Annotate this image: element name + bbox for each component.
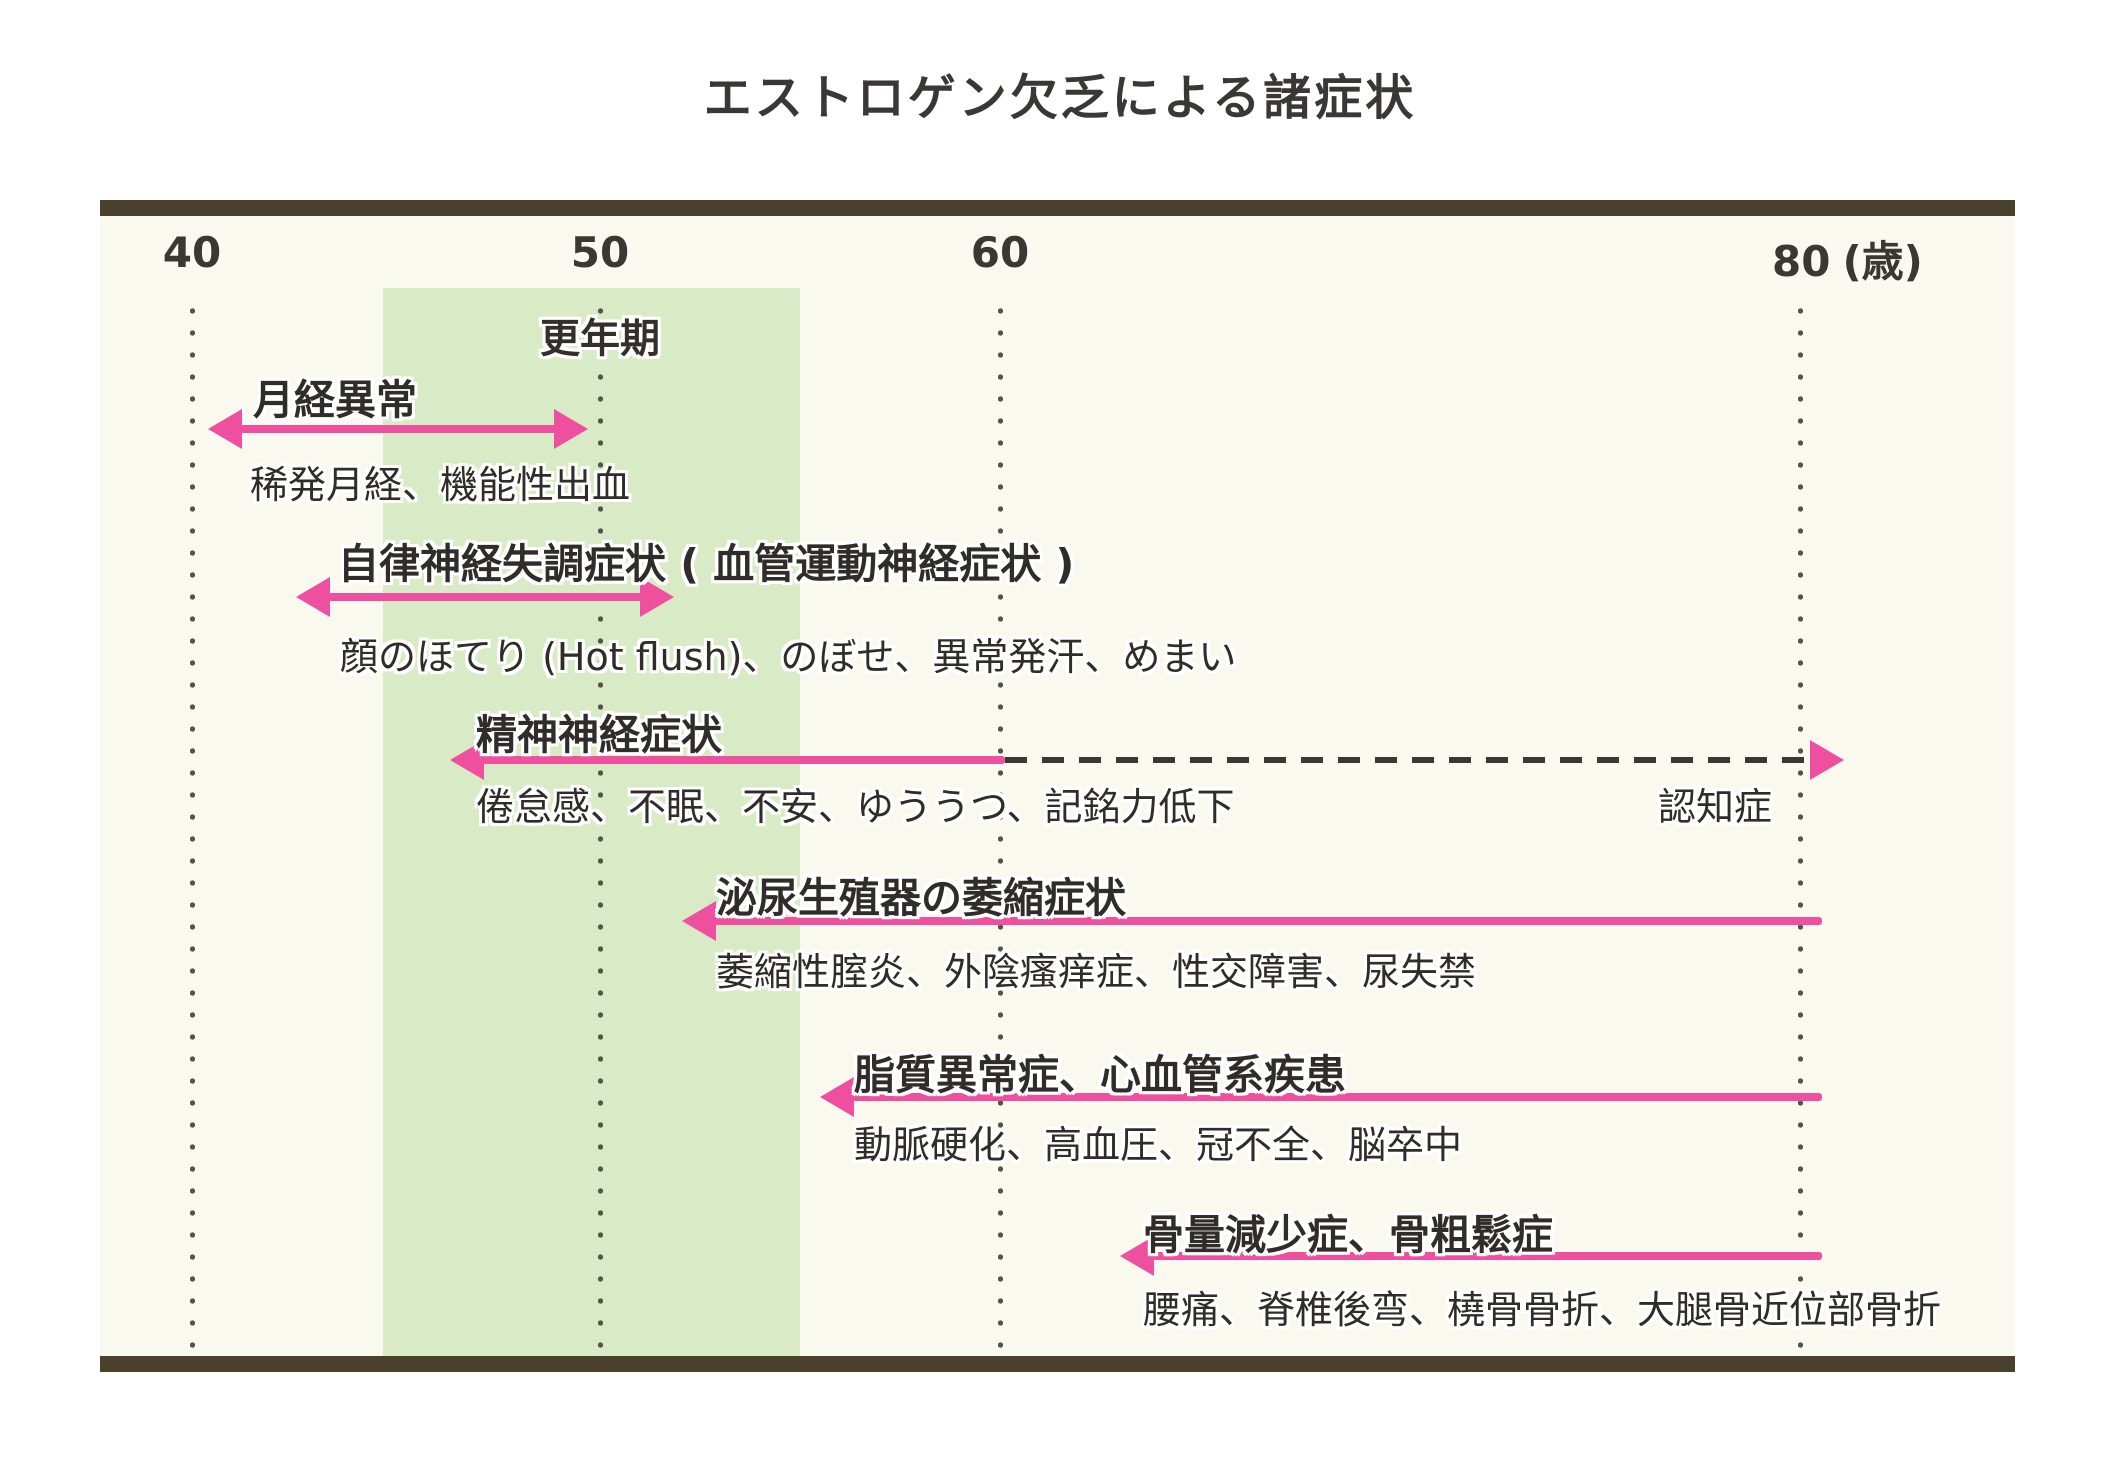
symptom-3-details: 倦怠感、不眠、不安、ゆううつ、記銘力低下 bbox=[476, 785, 1235, 829]
symptom-3-arrowhead-right bbox=[1810, 740, 1844, 780]
axis-tick-80-value: 80 bbox=[1772, 237, 1831, 286]
menopause-band bbox=[383, 288, 800, 1356]
symptom-1-arrowhead-left bbox=[208, 409, 242, 449]
bottom-border-bar bbox=[100, 1356, 2015, 1372]
gridline-age-40 bbox=[190, 300, 195, 1350]
symptom-3-annotation: 認知症 bbox=[1658, 785, 1773, 829]
symptom-1-title: 月経異常 bbox=[253, 376, 417, 424]
menopause-label: 更年期 bbox=[540, 316, 660, 362]
symptom-5-details: 動脈硬化、高血圧、冠不全、脳卒中 bbox=[854, 1123, 1463, 1167]
symptom-1-details: 稀発月経、機能性出血 bbox=[250, 463, 631, 507]
gridline-age-60 bbox=[998, 300, 1003, 1350]
symptom-2-details: 顔のほてり (Hot flush)、のぼせ、異常発汗、めまい bbox=[340, 635, 1237, 679]
symptom-6-range-arrow bbox=[1152, 1252, 1822, 1260]
symptom-6-details: 腰痛、脊椎後弯、橈骨骨折、大腿骨近位部骨折 bbox=[1143, 1288, 1942, 1332]
axis-tick-40: 40 bbox=[162, 228, 222, 277]
page-title: エストロゲン欠乏による諸症状 bbox=[703, 70, 1417, 126]
symptom-3-title: 精神神経症状 bbox=[476, 711, 722, 759]
axis-tick-60: 60 bbox=[970, 228, 1030, 277]
gridline-age-50 bbox=[598, 300, 603, 1350]
symptom-1-range-arrow bbox=[240, 425, 556, 433]
axis-tick-80: 80(歳) bbox=[1772, 228, 1923, 289]
top-border-bar bbox=[100, 200, 2015, 216]
symptom-2-arrowhead-right bbox=[640, 577, 674, 617]
symptom-5-title: 脂質異常症、心血管系疾患 bbox=[854, 1051, 1346, 1099]
symptom-6-arrowhead-left bbox=[1120, 1236, 1154, 1276]
symptom-4-range-arrow bbox=[714, 917, 1822, 925]
symptom-6-title: 骨量減少症、骨粗鬆症 bbox=[1143, 1211, 1553, 1259]
symptom-5-arrowhead-left bbox=[820, 1077, 854, 1117]
symptom-4-title: 泌尿生殖器の萎縮症状 bbox=[716, 874, 1126, 922]
symptom-2-title: 自律神経失調症状 ( 血管運動神経症状 ) bbox=[338, 540, 1075, 588]
axis-unit-label: (歳) bbox=[1842, 237, 1923, 286]
gridline-age-80 bbox=[1798, 300, 1803, 1350]
symptom-5-range-arrow bbox=[852, 1093, 1822, 1101]
axis-tick-50: 50 bbox=[570, 228, 630, 277]
symptom-3-arrowhead-left bbox=[450, 740, 484, 780]
symptom-4-details: 萎縮性腟炎、外陰瘙痒症、性交障害、尿失禁 bbox=[716, 950, 1477, 994]
symptom-4-arrowhead-left bbox=[682, 901, 716, 941]
symptom-2-range-arrow bbox=[328, 593, 642, 601]
symptom-3-dashed-extension bbox=[1005, 757, 1810, 763]
symptom-1-arrowhead-right bbox=[554, 409, 588, 449]
symptom-3-range-arrow bbox=[482, 756, 1005, 764]
symptom-2-arrowhead-left bbox=[296, 577, 330, 617]
